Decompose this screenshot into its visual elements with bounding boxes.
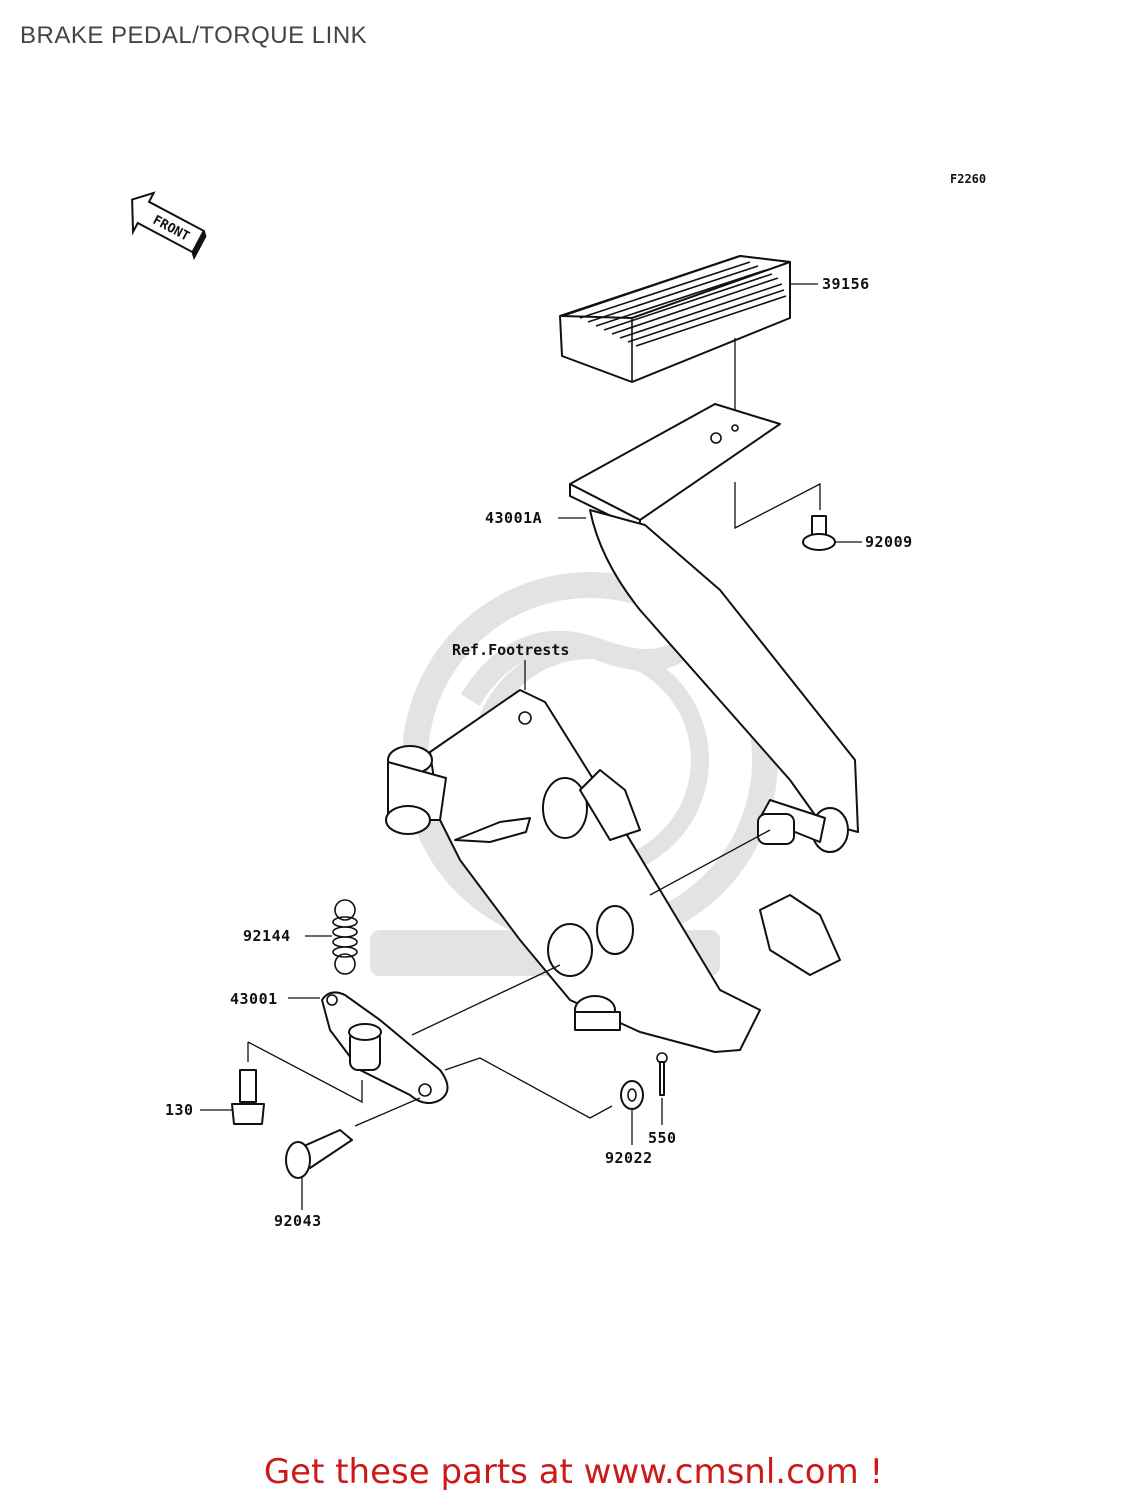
part-label-92144[interactable]: 92144 bbox=[243, 927, 291, 945]
screw-part[interactable] bbox=[734, 482, 862, 551]
part-label-550[interactable]: 550 bbox=[648, 1129, 677, 1147]
spring-part[interactable] bbox=[305, 899, 358, 975]
footrest-bracket-part[interactable] bbox=[385, 660, 841, 1053]
part-label-43001[interactable]: 43001 bbox=[230, 990, 278, 1008]
footer-link[interactable]: Get these parts at www.cmsnl.com ! bbox=[0, 1452, 1147, 1492]
cotter-pin-part[interactable] bbox=[656, 1052, 668, 1125]
washer-part[interactable] bbox=[444, 1057, 644, 1145]
page-title: BRAKE PEDAL/TORQUE LINK bbox=[20, 22, 368, 49]
pedal-pad-part[interactable] bbox=[559, 255, 818, 383]
part-label-130[interactable]: 130 bbox=[165, 1101, 194, 1119]
clip-pin-part bbox=[454, 817, 531, 843]
part-label-39156[interactable]: 39156 bbox=[822, 275, 870, 293]
part-label-ref-footrests[interactable]: Ref.Footrests bbox=[452, 641, 569, 659]
part-label-43001A[interactable]: 43001A bbox=[485, 509, 542, 527]
brake-pedal-arm-part[interactable] bbox=[558, 403, 859, 853]
part-label-92022[interactable]: 92022 bbox=[605, 1149, 653, 1167]
bolt-part[interactable] bbox=[200, 1041, 363, 1125]
torque-link-lever-part[interactable] bbox=[288, 991, 449, 1105]
front-arrow-icon: FRONT bbox=[131, 191, 207, 261]
figure-code: F2260 bbox=[950, 172, 986, 186]
part-label-92043[interactable]: 92043 bbox=[274, 1212, 322, 1230]
cmsnl-link[interactable]: Get these parts at www.cmsnl.com ! bbox=[263, 1452, 884, 1492]
part-label-92009[interactable]: 92009 bbox=[865, 533, 913, 551]
clevis-pin-part[interactable] bbox=[285, 1097, 421, 1210]
